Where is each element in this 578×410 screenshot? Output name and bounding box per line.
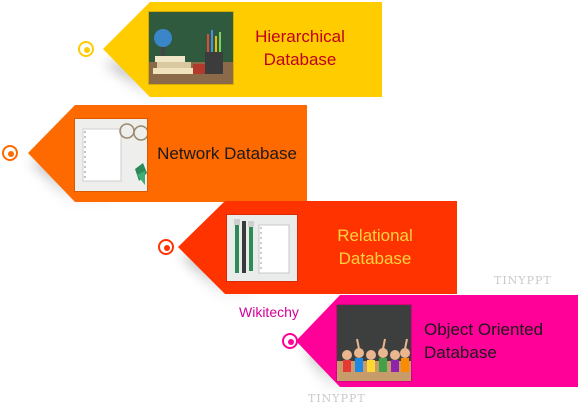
label-line2: Database bbox=[263, 50, 337, 69]
watermark-text: TINYPPT bbox=[494, 274, 552, 287]
label-line2: Database bbox=[424, 343, 497, 362]
label-relational: Relational Database bbox=[300, 215, 450, 279]
label-line1: Relational bbox=[337, 226, 413, 245]
books-and-pencils-image bbox=[148, 11, 234, 85]
banner-network: Network Database bbox=[28, 105, 307, 202]
children-at-chalkboard-image bbox=[336, 304, 412, 382]
banner-hierarchical: Hierarchical Database bbox=[103, 2, 382, 97]
label-line2: Database bbox=[338, 249, 412, 268]
marker-dot bbox=[2, 145, 18, 161]
banner-relational: Relational Database bbox=[178, 201, 457, 294]
label-line1: Object Oriented bbox=[424, 320, 544, 339]
notepad-and-pens-image bbox=[226, 214, 298, 282]
banner-object-oriented: Object Oriented Database bbox=[296, 295, 578, 387]
notebook-and-glasses-image bbox=[74, 118, 148, 192]
brand-text: Wikitechy bbox=[239, 304, 299, 320]
marker-dot bbox=[282, 333, 298, 349]
label-object-oriented: Object Oriented Database bbox=[414, 309, 576, 373]
label-line1: Hierarchical bbox=[255, 27, 345, 46]
label-network: Network Database bbox=[146, 125, 308, 181]
marker-dot bbox=[158, 239, 174, 255]
label-line1: Network Database bbox=[157, 143, 297, 163]
marker-dot bbox=[78, 41, 94, 57]
watermark-text-bottom: TINYPPT bbox=[308, 392, 366, 405]
label-hierarchical: Hierarchical Database bbox=[235, 16, 365, 80]
